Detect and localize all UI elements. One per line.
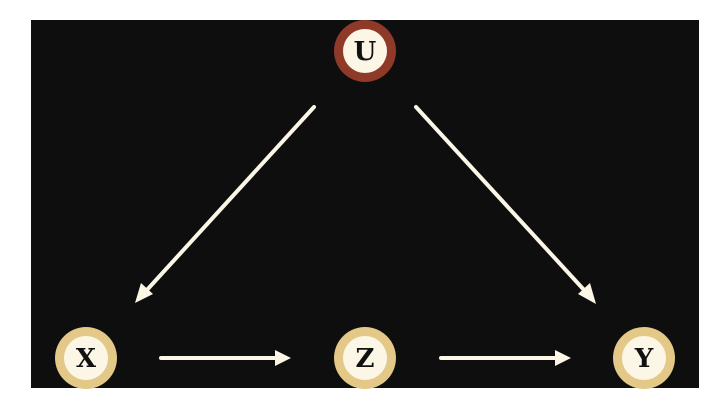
node-z-label: Z xyxy=(356,344,375,374)
node-y: Y xyxy=(613,327,675,389)
node-u-fill xyxy=(343,29,387,73)
edge-x-z-arrowhead xyxy=(275,350,291,366)
node-z-fill xyxy=(343,336,387,380)
node-x: X xyxy=(55,327,117,389)
edge-u-y xyxy=(414,105,596,304)
node-x-fill xyxy=(64,336,108,380)
edge-u-y-line xyxy=(414,105,587,293)
edge-z-y xyxy=(439,350,571,366)
node-u-label: U xyxy=(354,37,377,67)
node-y-label: Y xyxy=(634,344,654,374)
edge-x-z xyxy=(159,350,291,366)
edge-u-x-line xyxy=(144,105,316,293)
node-y-fill xyxy=(622,336,666,380)
node-u: U xyxy=(334,20,396,82)
node-z: Z xyxy=(334,327,396,389)
edge-z-y-arrowhead xyxy=(555,350,571,366)
edge-u-x xyxy=(135,105,316,303)
edge-u-y-arrowhead xyxy=(578,283,596,304)
edge-u-x-arrowhead xyxy=(135,283,153,303)
node-x-label: X xyxy=(76,344,97,374)
